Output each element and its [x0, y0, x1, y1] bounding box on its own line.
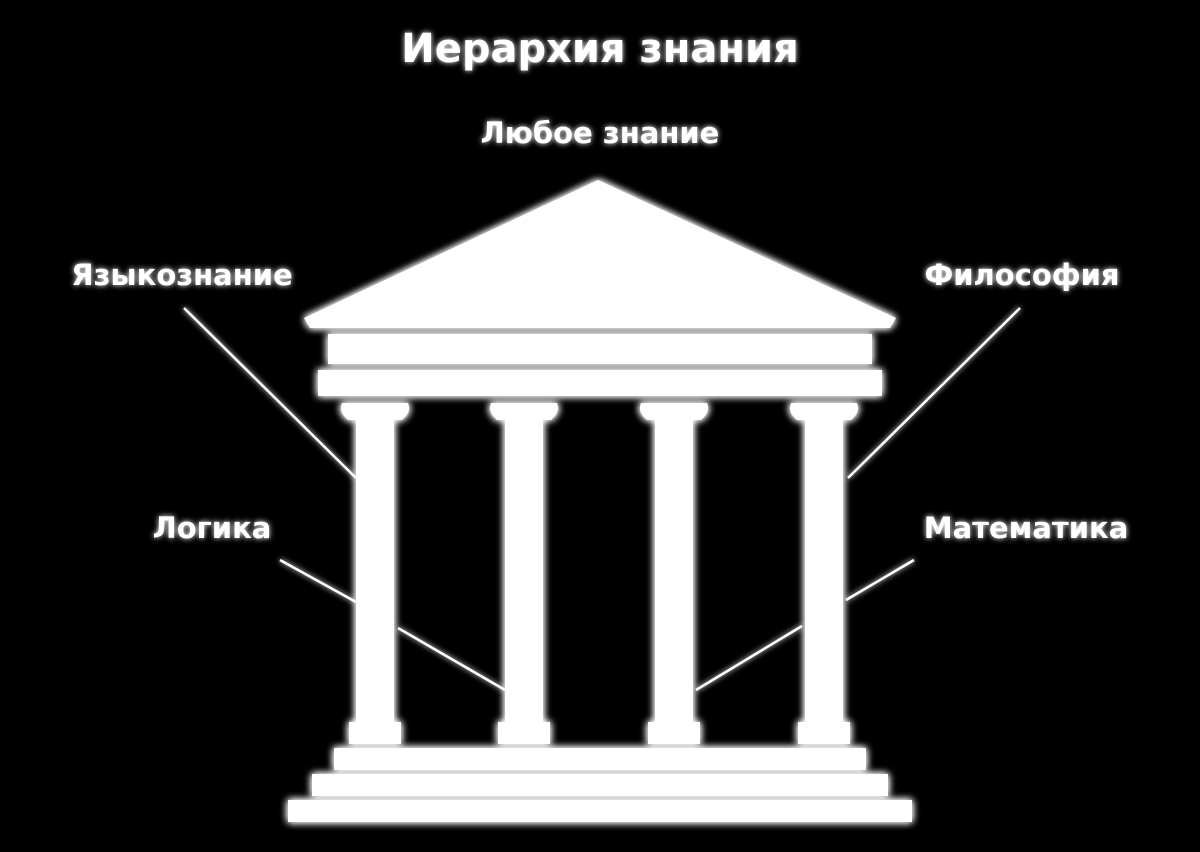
temple-step-2 [312, 774, 888, 796]
label-logic: Логика [153, 511, 272, 545]
temple-architrave [318, 370, 882, 396]
leader-linguistics [183, 307, 357, 479]
label-mathematics: Математика [924, 511, 1129, 545]
diagram-title: Иерархия знания [401, 26, 799, 72]
temple-pediment [304, 180, 896, 328]
leader-mathematics [695, 558, 915, 692]
temple-icon [288, 180, 912, 822]
temple-frieze [328, 334, 872, 364]
temple-step-3 [288, 800, 912, 822]
temple-column-4 [789, 403, 859, 744]
temple-column-2 [489, 403, 559, 744]
label-linguistics: Языкознание [71, 258, 293, 292]
temple-column-3 [639, 403, 709, 744]
label-any-knowledge: Любое знание [481, 116, 720, 150]
temple-step-1 [334, 748, 866, 770]
leader-logic [279, 558, 506, 692]
temple-column-1 [340, 403, 410, 744]
leader-lines [183, 307, 1021, 692]
label-philosophy: Философия [924, 258, 1119, 292]
leader-philosophy [847, 307, 1021, 479]
